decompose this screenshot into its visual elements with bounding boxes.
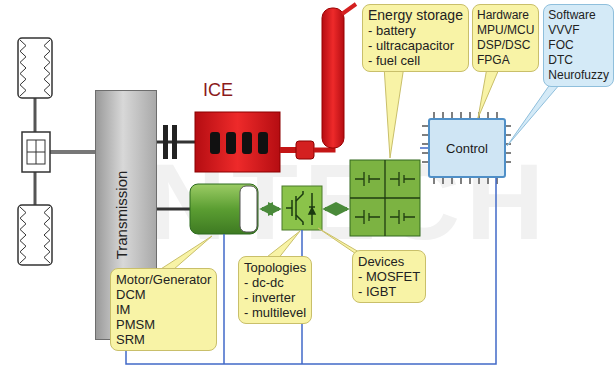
clutch-plate [172, 125, 177, 159]
igbt-symbol [286, 191, 315, 225]
control-chip: Control [428, 118, 506, 178]
control-wire [223, 234, 225, 364]
wheel-assembly [18, 38, 96, 265]
node-heading: Transmission [113, 171, 130, 260]
node-item: DTC [548, 53, 609, 68]
node-item: Neurofuzzy [548, 68, 609, 83]
node-item: - battery [368, 23, 463, 38]
engine-cylinders [210, 132, 268, 154]
differential-gear [27, 140, 45, 164]
differential [22, 132, 50, 172]
node-item: - inverter [244, 290, 306, 305]
tire-tread [44, 40, 50, 96]
tire-tread [20, 40, 26, 96]
power-flow-arrow [262, 207, 279, 211]
cylinder [258, 132, 268, 154]
fuel-pump [296, 141, 314, 159]
node-heading: ICE [203, 80, 233, 101]
node-item: VVVF [548, 23, 609, 38]
node-item: FOC [548, 38, 609, 53]
cylinder [210, 132, 220, 154]
node-item: IM [116, 302, 211, 317]
drive-shaft [50, 150, 96, 154]
node-item: FPGA [477, 53, 534, 68]
callout-pointers [150, 62, 560, 276]
callout-pointer [384, 66, 404, 158]
chip-pin [442, 177, 444, 184]
node-heading: Devices [358, 254, 420, 269]
node-item: DSP/DSC [477, 38, 534, 53]
chip-pin [487, 177, 489, 184]
engine-label-area: ICE [195, 80, 280, 172]
chip-pin [433, 177, 435, 184]
node-item: - dc-dc [244, 275, 306, 290]
differential-gear [27, 152, 45, 153]
battery-cells [350, 160, 420, 236]
inverter [282, 186, 322, 230]
chip-pins [422, 112, 511, 184]
fuel-pipe [280, 147, 298, 153]
tire-tread [44, 207, 50, 263]
chip-pin [469, 177, 471, 184]
tire [18, 38, 52, 98]
engine-block [195, 112, 280, 172]
tire [18, 205, 52, 265]
node-item: - fuel cell [368, 53, 463, 68]
motor-end-cap [240, 186, 257, 232]
node-heading: Motor/Generator [116, 272, 211, 287]
chip-pin [460, 177, 462, 184]
tire-tread [20, 40, 50, 263]
node-heading: Hardware [477, 8, 534, 23]
node-item: MPU/MCU [477, 23, 534, 38]
node-heading: Topologies [244, 260, 306, 275]
power-flow-arrow [325, 207, 347, 211]
energy-storage-pack [350, 160, 420, 236]
callout-bubble: HardwareMPU/MCUDSP/DSCFPGA [472, 4, 539, 72]
node-heading: Energy storage [368, 8, 463, 23]
motor-shaft [157, 208, 191, 211]
node-item: - MOSFET [358, 269, 420, 284]
callout-bubble: SoftwareVVVFFOCDTCNeurofuzzy [543, 4, 614, 87]
node-item: - multilevel [244, 305, 306, 320]
node-heading: Control [446, 141, 488, 156]
fuel-tank [322, 8, 344, 148]
cylinder [242, 132, 252, 154]
tire-tread [20, 207, 26, 263]
node-item: DCM [116, 287, 211, 302]
callout-bubble: Motor/GeneratorDCMIMPMSMSRM [110, 268, 217, 351]
engine-illustration [157, 4, 356, 172]
clutch-plate [163, 125, 168, 159]
node-heading: Software [548, 8, 609, 23]
chip-pin [478, 177, 480, 184]
callout-bubble: Topologies- dc-dc- inverter- multilevel [238, 256, 312, 324]
node-item: - ultracapacitor [368, 38, 463, 53]
callout-bubble: Energy storage- battery- ultracapacitor-… [362, 4, 469, 72]
node-item: PMSM [116, 317, 211, 332]
callout-bubble: Devices- MOSFET- IGBT [352, 250, 426, 303]
fuel-cap [342, 4, 356, 14]
node-item: SRM [116, 332, 211, 347]
motor-generator [190, 184, 258, 234]
chip-pin [451, 177, 453, 184]
node-item: - IGBT [358, 284, 420, 299]
cylinder [226, 132, 236, 154]
